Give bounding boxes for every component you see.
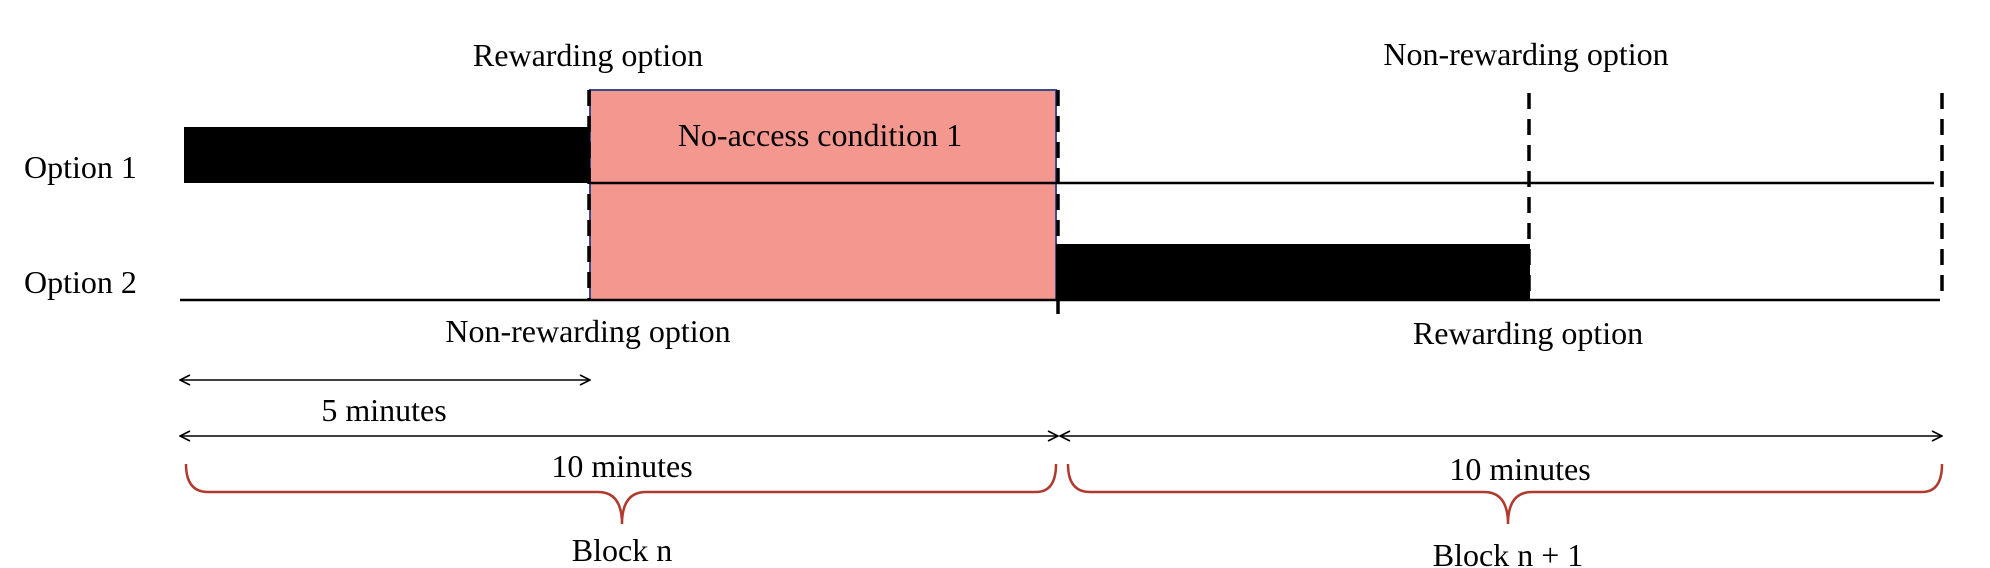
row-label-option-2: Option 2 [24, 264, 137, 300]
no-access-box [589, 89, 1057, 301]
top-label-block-n: Rewarding option [473, 37, 703, 73]
brace-block-n [184, 463, 1058, 525]
label-block-n1: Block n + 1 [1433, 537, 1583, 568]
bottom-label-block-n1: Rewarding option [1413, 315, 1643, 351]
no-access-label: No-access condition 1 [678, 117, 962, 153]
option1-reward-bar [184, 127, 590, 183]
label-block-n: Block n [572, 532, 672, 568]
row-label-option-1: Option 1 [24, 149, 137, 185]
label-10-minutes-block-n1: 10 minutes [1449, 451, 1590, 487]
label-10-minutes-block-n: 10 minutes [551, 448, 692, 484]
label-5-minutes: 5 minutes [321, 392, 446, 428]
brace-block-n1 [1066, 463, 1944, 525]
bottom-label-block-n: Non-rewarding option [445, 313, 730, 349]
top-label-block-n1: Non-rewarding option [1383, 36, 1668, 72]
option2-reward-bar [1056, 244, 1530, 300]
